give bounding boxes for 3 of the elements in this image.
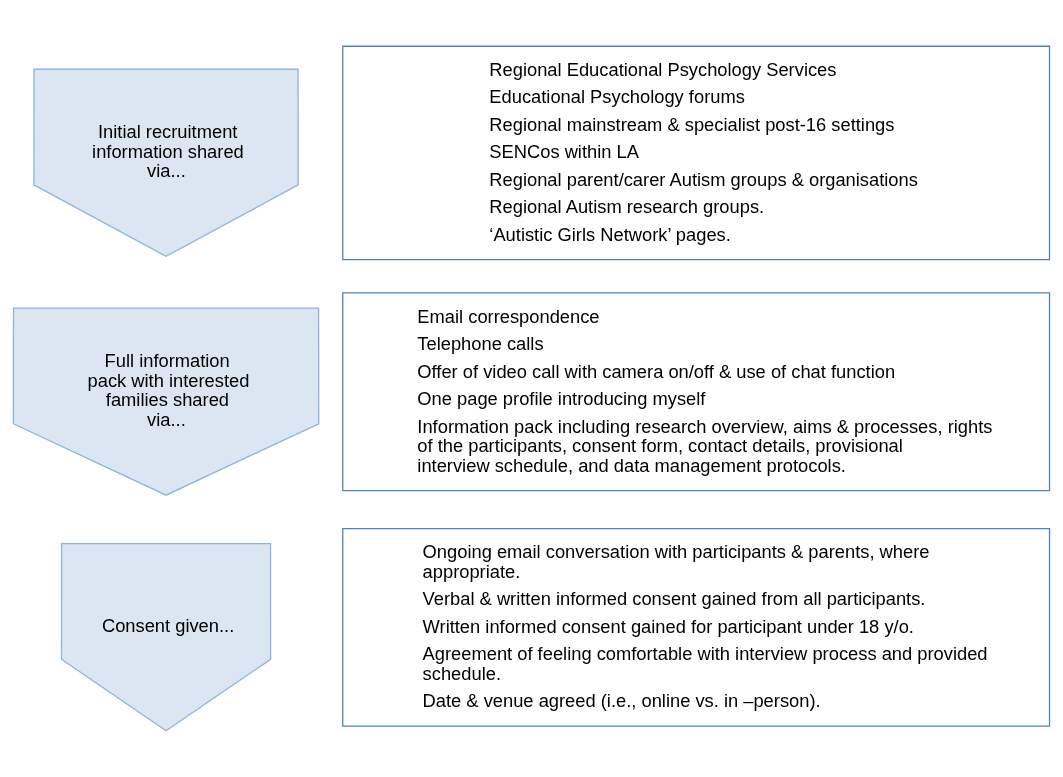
- node-box: Regional Educational Psychology Services Educational Psychology forums Regional mainstream & specialist post-16 settings SENCos within LA Regional parent/carer Autism groups & organisations Regional Autism research groups. ‘Autistic Girls Network’ pages.: [342, 45, 1051, 261]
- node-box: Email correspondence Telephone calls Offer of video call with camera on/off & use of chat function One page profile introducing myself Information pack including research overview, aims & processes, rights of the participants, consent form, contact details, provisional interview schedule, and data management protocols.: [342, 292, 1051, 492]
- node-box: Ongoing email conversation with participants & parents, where appropriate. Verbal & written informed consent gained from all participants. Written informed consent gained for participant under 18 y/o. Agreement of feeling comfortable with interview process and provided schedule. Date & venue agreed (i.e., online vs. in –person).: [342, 527, 1051, 727]
